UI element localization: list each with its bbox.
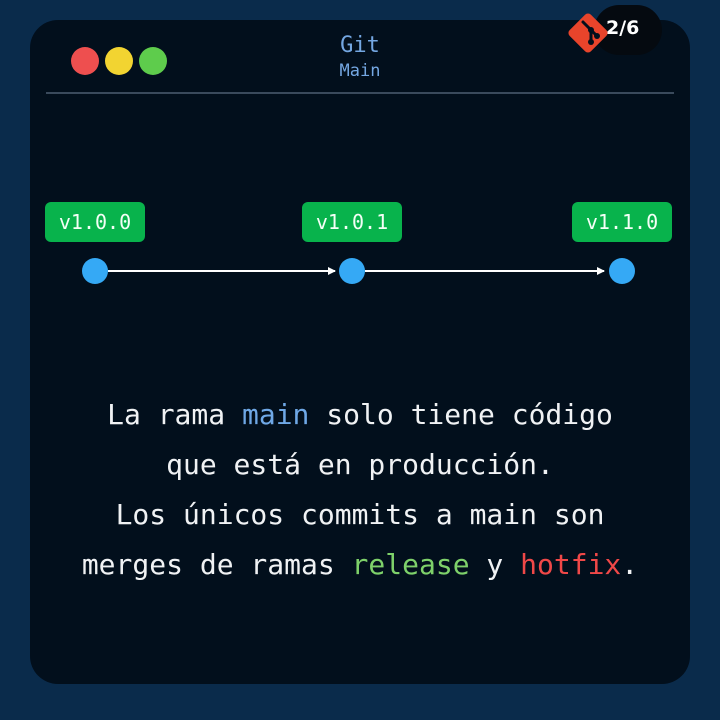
window-title-block: Git Main (30, 32, 690, 82)
window-title: Git (340, 33, 380, 58)
version-tag: v1.0.1 (302, 202, 402, 242)
window-subtitle: Main (339, 61, 381, 81)
text-segment: merges de ramas (81, 548, 352, 581)
header-divider (46, 92, 674, 94)
text-segment: y (469, 548, 521, 581)
commit-node (609, 258, 635, 284)
branch-diagram (82, 258, 635, 284)
page-indicator: 2/6 (606, 17, 640, 39)
description-text: La rama main solo tiene código que está … (30, 390, 690, 590)
version-tag: v1.1.0 (572, 202, 672, 242)
description-line: merges de ramas release y hotfix. (30, 540, 690, 590)
main-branch-highlight: main (241, 398, 310, 431)
version-tag: v1.0.0 (45, 202, 145, 242)
commit-node (82, 258, 108, 284)
text-segment: La rama (107, 398, 242, 431)
window-controls (71, 47, 167, 75)
description-line: La rama main solo tiene código (30, 390, 690, 440)
commit-node (339, 258, 365, 284)
release-branch-highlight: release (351, 548, 470, 581)
text-segment: solo tiene código (309, 398, 613, 431)
description-line: Los únicos commits a main son (115, 498, 605, 531)
close-window-button[interactable] (71, 47, 99, 75)
maximize-window-button[interactable] (139, 47, 167, 75)
hotfix-branch-highlight: hotfix (520, 548, 622, 581)
window-card: Git Main v1.0.0 v1.0.1 v1.1.0 La rama ma… (30, 20, 690, 684)
git-logo-icon (568, 13, 608, 53)
description-line: que está en producción. (166, 448, 554, 481)
minimize-window-button[interactable] (105, 47, 133, 75)
text-segment: . (621, 548, 639, 581)
